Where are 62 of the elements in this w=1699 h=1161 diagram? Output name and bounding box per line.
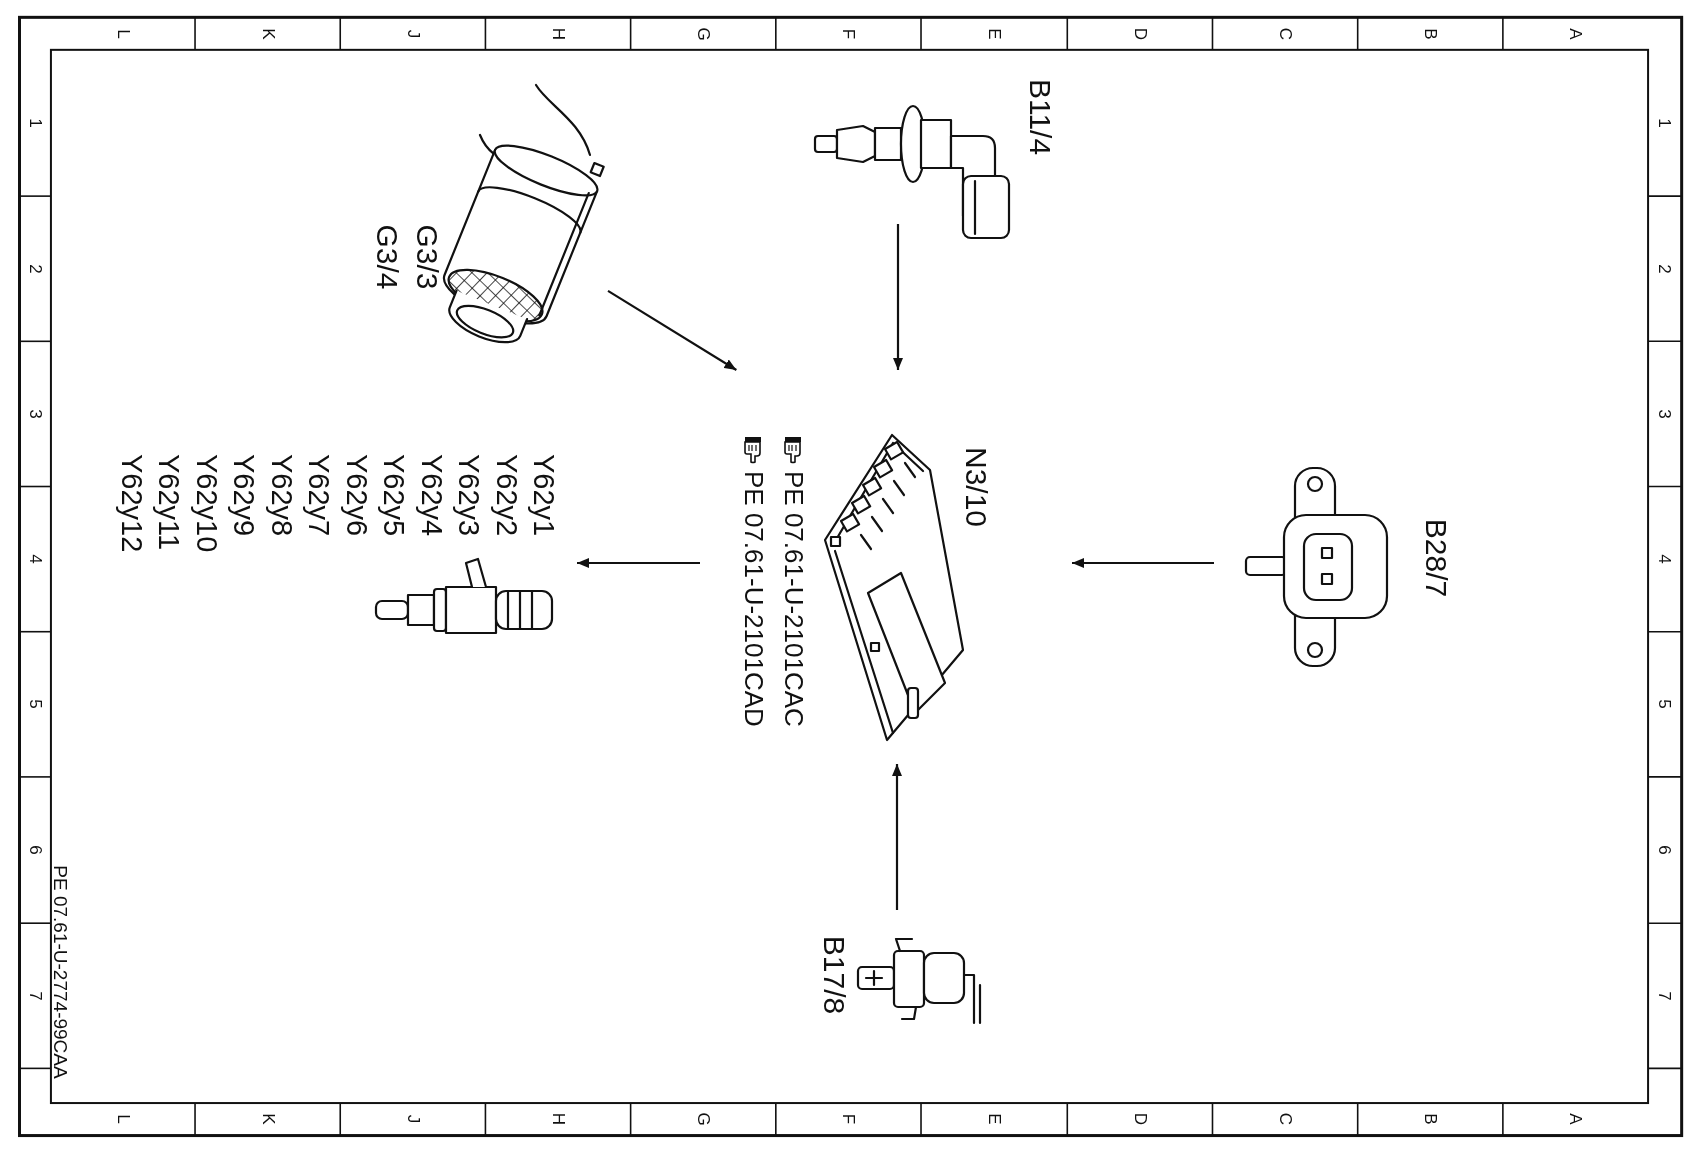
component-code: Y62y12 — [116, 454, 146, 553]
grid-reference: B — [1421, 27, 1439, 40]
arrow — [607, 289, 737, 371]
component-code: Y62y9 — [229, 454, 258, 537]
grid-reference: 6 — [26, 845, 44, 855]
arrow — [577, 558, 700, 568]
component-code: G3/3 — [412, 224, 442, 290]
component-code: Y62y3 — [454, 454, 483, 537]
arrow — [1072, 558, 1214, 568]
grid-reference: E — [985, 1113, 1003, 1125]
grid-reference: D — [1131, 27, 1149, 40]
grid-reference: J — [404, 29, 422, 38]
grid-reference: F — [839, 1114, 857, 1125]
reference-note: PE 07.61-U-2101CAC — [778, 471, 809, 727]
grid-reference: 4 — [26, 554, 44, 564]
component-code: B28/7 — [1421, 518, 1451, 598]
component-code: Y62y4 — [416, 454, 446, 537]
grid-reference: 5 — [1655, 699, 1673, 710]
component-code: Y62y7 — [304, 454, 333, 537]
grid-reference: H — [549, 1113, 567, 1126]
component-code: B11/4 — [1025, 78, 1055, 156]
component-code: Y62y11 — [154, 454, 183, 551]
grid-reference: 5 — [26, 699, 44, 710]
grid-reference: L — [114, 1114, 132, 1125]
grid-reference: E — [985, 27, 1003, 40]
grid-reference: 3 — [26, 409, 44, 419]
grid-reference: 4 — [1655, 554, 1673, 564]
grid-reference: B — [1421, 1113, 1439, 1125]
grid-reference: 7 — [26, 991, 44, 1001]
grid-reference: 7 — [1655, 991, 1673, 1001]
component-code: Y62y5 — [379, 454, 408, 537]
component-code: B17/8 — [819, 935, 849, 1015]
grid-reference: K — [259, 1113, 277, 1125]
grid-reference: 6 — [1655, 845, 1673, 855]
grid-reference: A — [1566, 27, 1584, 40]
grid-reference: C — [1276, 27, 1294, 40]
component-code: Y62y2 — [491, 454, 521, 537]
drawing-number: PE 07.61-U-2774-99CAA — [50, 865, 70, 1079]
grid-reference: 3 — [1655, 409, 1673, 419]
grid-reference: J — [404, 1115, 422, 1124]
component-code: N3/10 — [961, 446, 991, 528]
arrow — [892, 764, 902, 910]
grid-reference: L — [114, 28, 132, 39]
reference-note: PE 07.61-U-2101CAD — [738, 471, 769, 727]
grid-reference: K — [259, 27, 277, 40]
component-code: Y62y10 — [191, 454, 221, 553]
grid-reference: 2 — [1655, 264, 1673, 274]
grid-reference: 2 — [26, 264, 44, 274]
grid-reference: 1 — [1655, 118, 1673, 128]
component-code: Y62y6 — [341, 454, 371, 537]
grid-reference: F — [839, 28, 857, 39]
grid-reference: G — [694, 26, 712, 41]
component-code: G3/4 — [372, 224, 402, 290]
grid-reference: A — [1566, 1113, 1584, 1125]
grid-reference: D — [1131, 1113, 1149, 1126]
component-code: Y62y8 — [266, 454, 296, 537]
component-code: Y62y1 — [529, 454, 558, 537]
grid-reference: H — [549, 27, 567, 40]
arrow — [893, 224, 903, 370]
grid-reference: C — [1276, 1113, 1294, 1126]
grid-reference: G — [694, 1112, 712, 1126]
grid-reference: 1 — [26, 118, 44, 128]
